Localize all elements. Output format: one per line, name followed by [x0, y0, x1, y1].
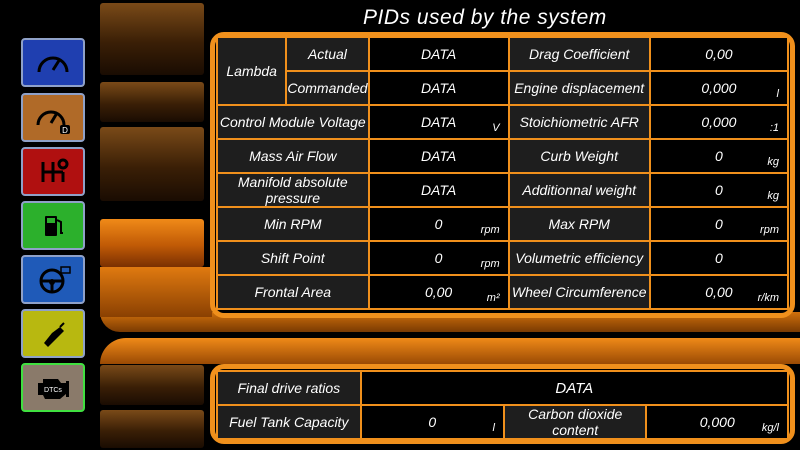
cmv-cell: DATA V — [367, 104, 510, 140]
dtcs-button[interactable]: DTCs — [21, 363, 85, 412]
addw-label: Additionnal weight — [507, 172, 651, 208]
lambda-label: Lambda — [215, 36, 288, 106]
minrpm-unit: rpm — [480, 224, 500, 236]
fdr-value: DATA — [359, 370, 790, 406]
map-value: DATA — [367, 172, 510, 208]
cmv-unit: V — [492, 122, 500, 134]
decor-band — [100, 338, 800, 364]
commanded-label: Commanded — [285, 70, 370, 106]
frontal-cell[interactable]: 0,00 m² — [367, 274, 510, 310]
maxrpm-cell[interactable]: 0 rpm — [648, 206, 790, 242]
fdr-label: Final drive ratios — [216, 370, 362, 406]
fuel-nozzle-icon — [44, 321, 65, 347]
co2-cell[interactable]: 0,000 kg/l — [645, 404, 789, 440]
vol-label: Volumetric efficiency — [507, 240, 651, 276]
curb-cell[interactable]: 0 kg — [648, 138, 790, 174]
dashboard-button[interactable] — [21, 38, 85, 87]
afr-cell[interactable]: 0,000 :1 — [648, 104, 790, 140]
svg-text:DTCs: DTCs — [44, 387, 62, 394]
afr-unit: :1 — [769, 122, 779, 134]
maf-value: DATA — [367, 138, 510, 174]
wheel-unit: r/km — [757, 292, 779, 304]
minrpm-label: Min RPM — [216, 206, 370, 242]
decor-band — [100, 267, 212, 317]
decor-tile — [100, 82, 204, 122]
decor-tile — [100, 219, 204, 267]
decor-tile — [100, 365, 204, 405]
frontal-unit: m² — [486, 292, 500, 304]
engine-dtc-icon: DTCs — [38, 378, 69, 399]
frontal-label: Frontal Area — [216, 274, 370, 310]
displacement-label: Engine displacement — [507, 70, 651, 106]
co2-unit: kg/l — [761, 422, 779, 434]
displacement-cell[interactable]: 0,000 l — [648, 70, 790, 106]
wheel-value: 0,00 — [705, 284, 733, 300]
actual-label: Actual — [285, 36, 370, 72]
gearbox-icon — [41, 158, 69, 182]
displacement-value: 0,000 — [701, 80, 737, 96]
maxrpm-label: Max RPM — [507, 206, 651, 242]
gearbox-button[interactable] — [21, 147, 85, 196]
minrpm-cell[interactable]: 0 rpm — [367, 206, 510, 242]
maxrpm-unit: rpm — [760, 224, 779, 236]
curb-unit: kg — [767, 156, 779, 168]
cmv-value: DATA — [420, 114, 457, 130]
page-title: PIDs used by the system — [363, 6, 607, 29]
co2-label: Carbon dioxide content — [502, 404, 648, 440]
tank-value: 0 — [428, 414, 437, 430]
co2-value: 0,000 — [699, 414, 735, 430]
gauge-icon — [37, 56, 69, 72]
addw-unit: kg — [767, 190, 779, 202]
svg-text:D: D — [62, 126, 68, 135]
shift-cell[interactable]: 0 rpm — [367, 240, 510, 276]
curb-label: Curb Weight — [507, 138, 651, 174]
pid-table-main: Lambda Actual DATA Drag Coefficient 0,00… — [215, 36, 790, 310]
wheel-label: Wheel Circumference — [507, 274, 651, 310]
cmv-label: Control Module Voltage — [216, 104, 370, 140]
addw-cell[interactable]: 0 kg — [648, 172, 790, 208]
afr-label: Stoichiometric AFR — [507, 104, 651, 140]
fuel-button[interactable] — [21, 201, 85, 250]
displacement-unit: l — [776, 88, 779, 100]
commanded-value: DATA — [367, 70, 510, 106]
curb-value: 0 — [715, 148, 723, 164]
dashboard-d-button[interactable]: D — [21, 93, 85, 142]
fuel-pump-icon — [45, 215, 63, 236]
shift-value: 0 — [434, 250, 443, 266]
gauge-d-icon: D — [36, 110, 70, 135]
decor-tile — [100, 3, 204, 75]
maxrpm-value: 0 — [715, 216, 723, 232]
maf-label: Mass Air Flow — [216, 138, 370, 174]
vol-value[interactable]: 0 — [648, 240, 790, 276]
minrpm-value: 0 — [434, 216, 443, 232]
afr-value: 0,000 — [701, 114, 737, 130]
shift-label: Shift Point — [216, 240, 370, 276]
decor-tile — [100, 410, 204, 448]
wheel-cell[interactable]: 0,00 r/km — [648, 274, 790, 310]
pid-table-bottom: Final drive ratios DATA Fuel Tank Capaci… — [216, 370, 790, 440]
steering-wheel-icon — [39, 265, 71, 293]
sidebar: D DTCs — [0, 0, 96, 450]
map-label: Manifold absolute pressure — [216, 172, 370, 208]
tank-unit: l — [492, 422, 495, 434]
frontal-value: 0,00 — [424, 284, 453, 300]
steering-button[interactable] — [21, 255, 85, 304]
addw-value: 0 — [715, 182, 723, 198]
decor-tile — [100, 127, 204, 201]
drag-value[interactable]: 0,00 — [648, 36, 790, 72]
tank-label: Fuel Tank Capacity — [216, 404, 362, 440]
shift-unit: rpm — [480, 258, 500, 270]
actual-value: DATA — [367, 36, 510, 72]
drag-label: Drag Coefficient — [507, 36, 651, 72]
nozzle-button[interactable] — [21, 309, 85, 358]
